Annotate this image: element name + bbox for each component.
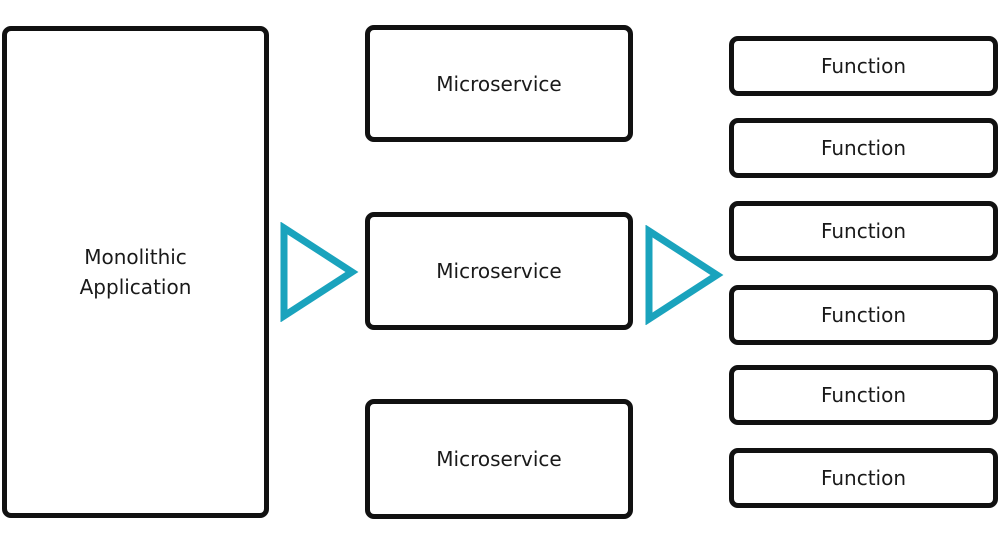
triangle-arrow-icon xyxy=(280,222,359,322)
function-box: Function xyxy=(729,36,998,96)
microservice-box: Microservice xyxy=(365,212,633,330)
function-box: Function xyxy=(729,448,998,508)
microservice-box: Microservice xyxy=(365,25,633,142)
monolithic-application-box: Monolithic Application xyxy=(2,26,269,518)
function-box: Function xyxy=(729,365,998,425)
function-label: Function xyxy=(820,136,907,160)
function-box: Function xyxy=(729,118,998,178)
function-label: Function xyxy=(820,466,907,490)
microservice-box: Microservice xyxy=(365,399,633,519)
microservice-label: Microservice xyxy=(436,447,562,471)
function-box: Function xyxy=(729,201,998,261)
function-label: Function xyxy=(820,219,907,243)
monolithic-application-label: Monolithic Application xyxy=(79,245,192,299)
microservice-label: Microservice xyxy=(436,71,562,96)
function-box: Function xyxy=(729,285,998,345)
triangle-arrow-icon xyxy=(645,225,724,325)
microservice-label: Microservice xyxy=(436,259,562,283)
function-label: Function xyxy=(820,383,907,407)
function-label: Function xyxy=(820,303,907,327)
function-label: Function xyxy=(820,54,907,78)
